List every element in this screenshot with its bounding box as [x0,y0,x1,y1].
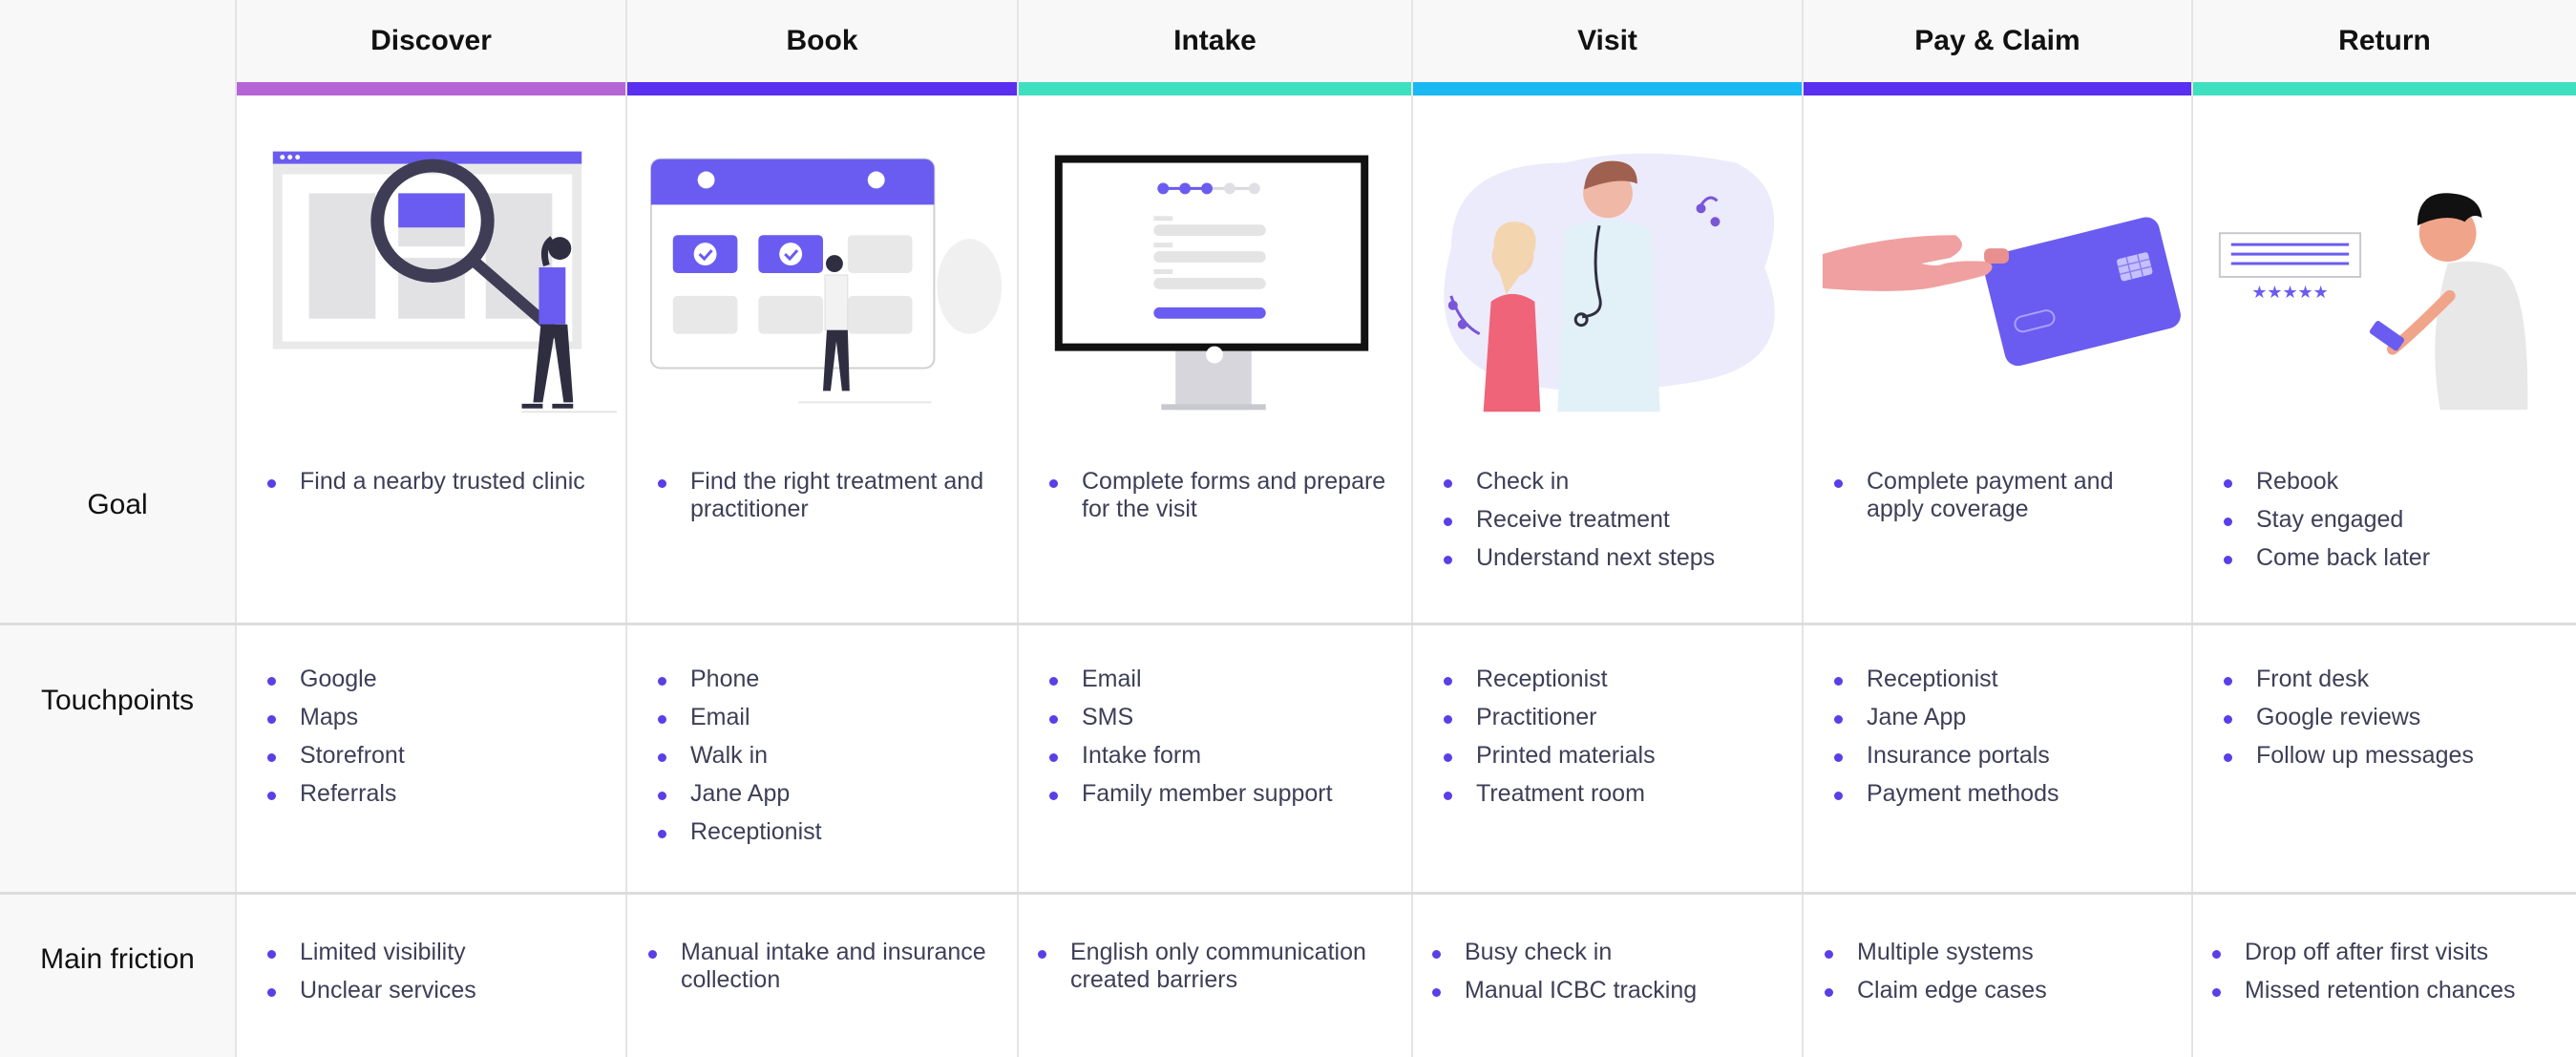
calendar-booking-illustration [627,115,1017,430]
touchpoint-item: Maps [265,704,609,731]
stage-title: Pay & Claim [1804,0,2191,82]
touchpoint-item: Receptionist [656,818,1004,846]
goal-list: Complete forms and prepare for the visit [1047,468,1396,534]
touchpoint-list: Email SMS Intake form Family member supp… [1047,666,1396,818]
stage-title: Return [2193,0,2576,82]
touchpoint-list: Receptionist Practitioner Printed materi… [1442,666,1785,818]
stage-column-pay-claim: Pay & Claim Complete payment and apply c… [1802,0,2191,1057]
goal-item: Receive treatment [1442,506,1785,534]
touchpoint-item: Email [656,704,1004,731]
row-divider [0,623,2576,625]
row-label-column: Goal Touchpoints Main friction [0,0,235,1057]
friction-list: Busy check in Manual ICBC tracking [1430,939,1785,1015]
stage-column-discover: Discover [235,0,625,1057]
friction-item: Multiple systems [1823,939,2176,966]
friction-item: English only communication created barri… [1036,939,1397,994]
stage-color-bar [2193,82,2576,95]
goal-list: Check in Receive treatment Understand ne… [1442,468,1785,582]
friction-item: Unclear services [265,977,609,1004]
touchpoint-list: Google Maps Storefront Referrals [265,666,609,818]
stage-column-visit: Visit Check in Receive treatment [1411,0,1802,1057]
row-label-goal: Goal [87,489,148,520]
svg-text:★★★★★: ★★★★★ [2251,283,2328,303]
friction-item: Missed retention chances [2210,977,2564,1004]
touchpoint-item: SMS [1047,704,1396,731]
friction-item: Limited visibility [265,939,609,966]
touchpoint-item: Receptionist [1832,666,2176,693]
touchpoint-item: Phone [656,666,1004,693]
friction-list: Limited visibility Unclear services [265,939,609,1015]
doctor-patient-illustration [1413,115,1802,430]
friction-list: Manual intake and insurance collection [646,939,1004,1004]
goal-item: Complete forms and prepare for the visit [1047,468,1396,523]
stage-column-book: Book Find the ri [625,0,1017,1057]
stage-column-intake: Intake Complete [1017,0,1411,1057]
touchpoint-item: Receptionist [1442,666,1785,693]
goal-item: Find a nearby trusted clinic [265,468,609,496]
credit-card-payment-illustration [1804,115,2191,430]
monitor-form-illustration [1019,115,1411,430]
goal-list: Rebook Stay engaged Come back later [2222,468,2561,582]
touchpoint-item: Google reviews [2222,704,2561,731]
friction-item: Manual ICBC tracking [1430,977,1785,1004]
stage-column-return: Return ★★★★★ Rebook Stay engaged Come ba… [2191,0,2576,1057]
row-label-touchpoints: Touchpoints [40,685,195,716]
review-rating-illustration: ★★★★★ [2193,115,2576,430]
stage-color-bar [1413,82,1802,95]
touchpoint-item: Follow up messages [2222,742,2561,770]
goal-item: Complete payment and apply coverage [1832,468,2176,523]
touchpoint-item: Jane App [656,780,1004,808]
touchpoint-item: Practitioner [1442,704,1785,731]
touchpoint-list: Receptionist Jane App Insurance portals … [1832,666,2176,818]
touchpoint-item: Treatment room [1442,780,1785,808]
goal-item: Rebook [2222,468,2561,496]
friction-list: English only communication created barri… [1036,939,1397,1004]
touchpoint-item: Printed materials [1442,742,1785,770]
goal-list: Find a nearby trusted clinic [265,468,609,506]
goal-item: Understand next steps [1442,544,1785,572]
touchpoint-item: Jane App [1832,704,2176,731]
stage-color-bar [1019,82,1411,95]
friction-list: Drop off after first visits Missed reten… [2210,939,2564,1015]
goal-item: Check in [1442,468,1785,496]
stage-title: Intake [1019,0,1411,82]
goal-list: Complete payment and apply coverage [1832,468,2176,534]
friction-item: Claim edge cases [1823,977,2176,1004]
touchpoint-item: Storefront [265,742,609,770]
touchpoint-item: Email [1047,666,1396,693]
stage-title: Discover [237,0,625,82]
goal-item: Stay engaged [2222,506,2561,534]
touchpoint-item: Referrals [265,780,609,808]
touchpoint-item: Intake form [1047,742,1396,770]
goal-item: Find the right treatment and practitione… [656,468,1004,523]
stage-color-bar [237,82,625,95]
goal-item: Come back later [2222,544,2561,572]
touchpoint-list: Front desk Google reviews Follow up mess… [2222,666,2561,780]
touchpoint-item: Payment methods [1832,780,2176,808]
friction-item: Drop off after first visits [2210,939,2564,966]
touchpoint-list: Phone Email Walk in Jane App Receptionis… [656,666,1004,856]
touchpoint-item: Front desk [2222,666,2561,693]
friction-item: Busy check in [1430,939,1785,966]
row-divider [0,892,2576,895]
stage-color-bar [627,82,1017,95]
magnifier-search-illustration [237,115,625,430]
friction-item: Manual intake and insurance collection [646,939,1004,994]
touchpoint-item: Insurance portals [1832,742,2176,770]
friction-list: Multiple systems Claim edge cases [1823,939,2176,1015]
touchpoint-item: Google [265,666,609,693]
touchpoint-item: Family member support [1047,780,1396,808]
stage-title: Visit [1413,0,1802,82]
stage-color-bar [1804,82,2191,95]
touchpoint-item: Walk in [656,742,1004,770]
stage-title: Book [627,0,1017,82]
goal-list: Find the right treatment and practitione… [656,468,1004,534]
row-label-friction: Main friction [40,943,195,975]
